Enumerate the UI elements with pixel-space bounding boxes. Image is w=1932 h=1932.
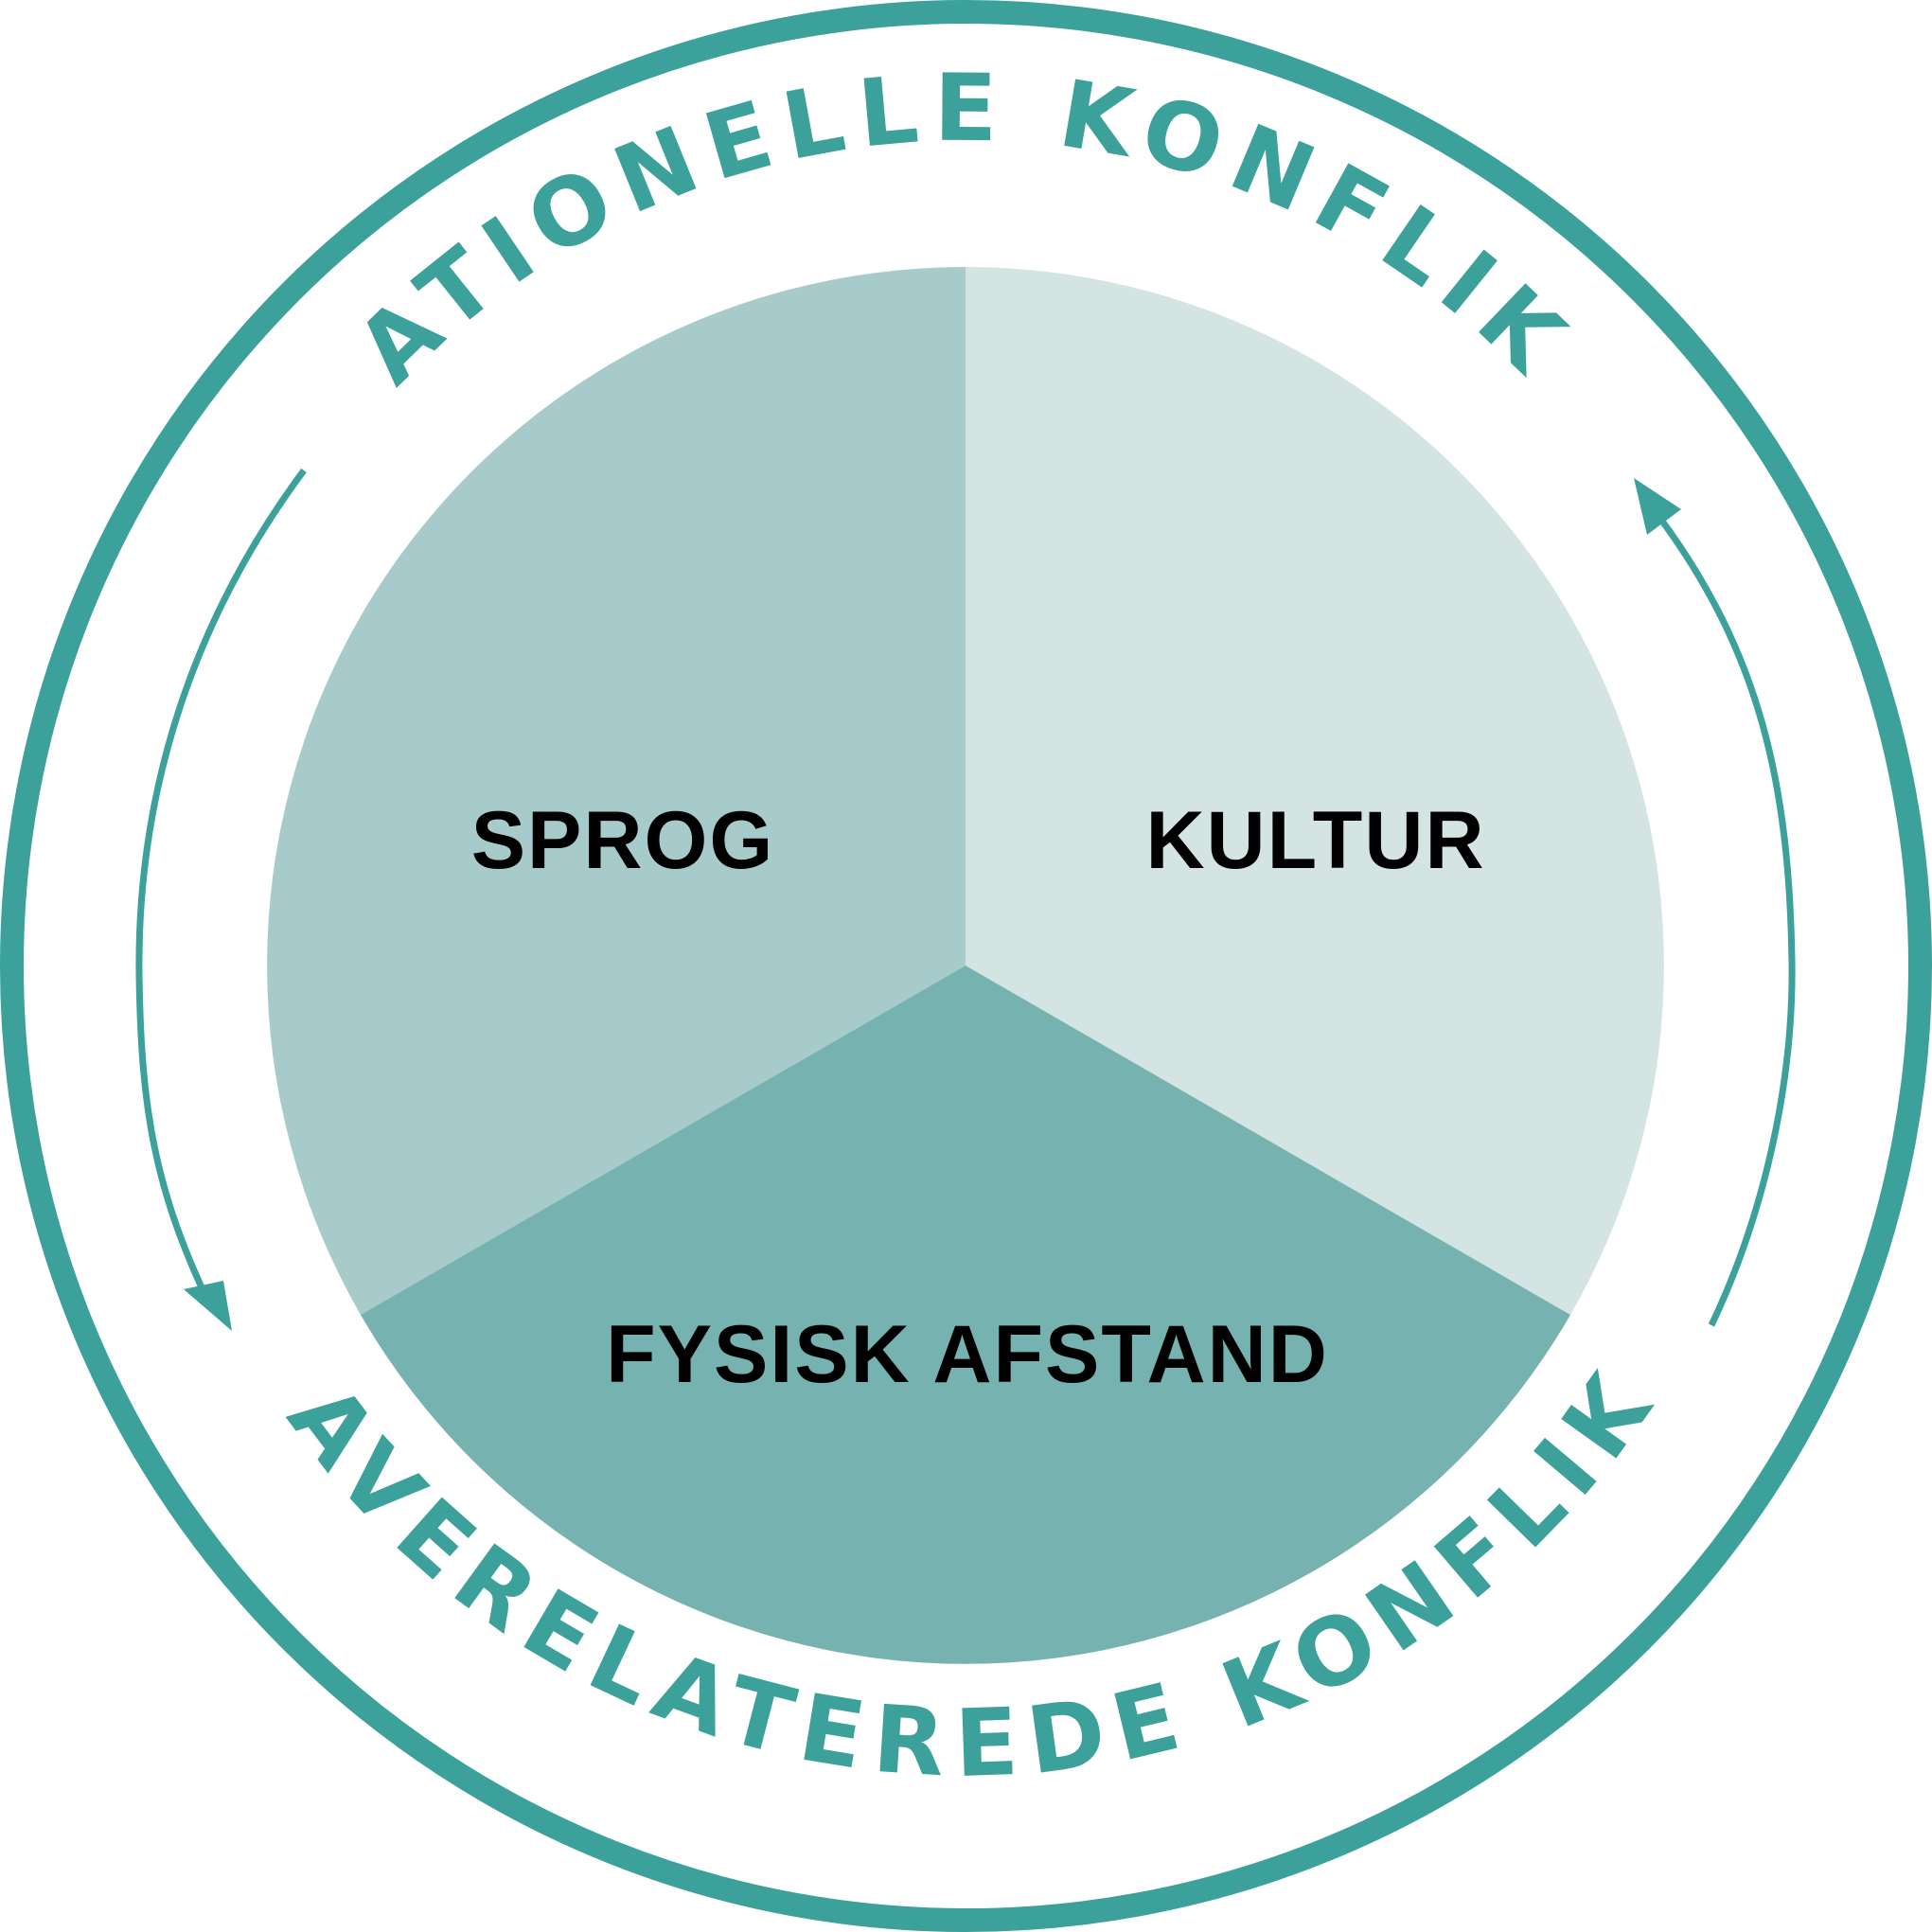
curved-arrow-down-icon bbox=[135, 468, 307, 1331]
segment-fysisk-afstand bbox=[361, 966, 1570, 1664]
segment-label-fysisk-afstand: FYSISK AFSTAND bbox=[606, 1309, 1329, 1400]
segment-label-sprog: SPROG bbox=[471, 795, 775, 886]
segment-kultur bbox=[966, 267, 1664, 1315]
curved-arrow-up-icon bbox=[1634, 478, 1796, 1327]
center-pie bbox=[267, 267, 1664, 1664]
arrow-left-shaft bbox=[135, 468, 307, 1303]
segment-label-kultur: KULTUR bbox=[1145, 795, 1485, 886]
arrow-right-head bbox=[1634, 478, 1681, 535]
segment-sprog bbox=[267, 267, 966, 1315]
arrow-right-shaft bbox=[1656, 513, 1796, 1327]
arrow-left-head bbox=[184, 1281, 232, 1331]
